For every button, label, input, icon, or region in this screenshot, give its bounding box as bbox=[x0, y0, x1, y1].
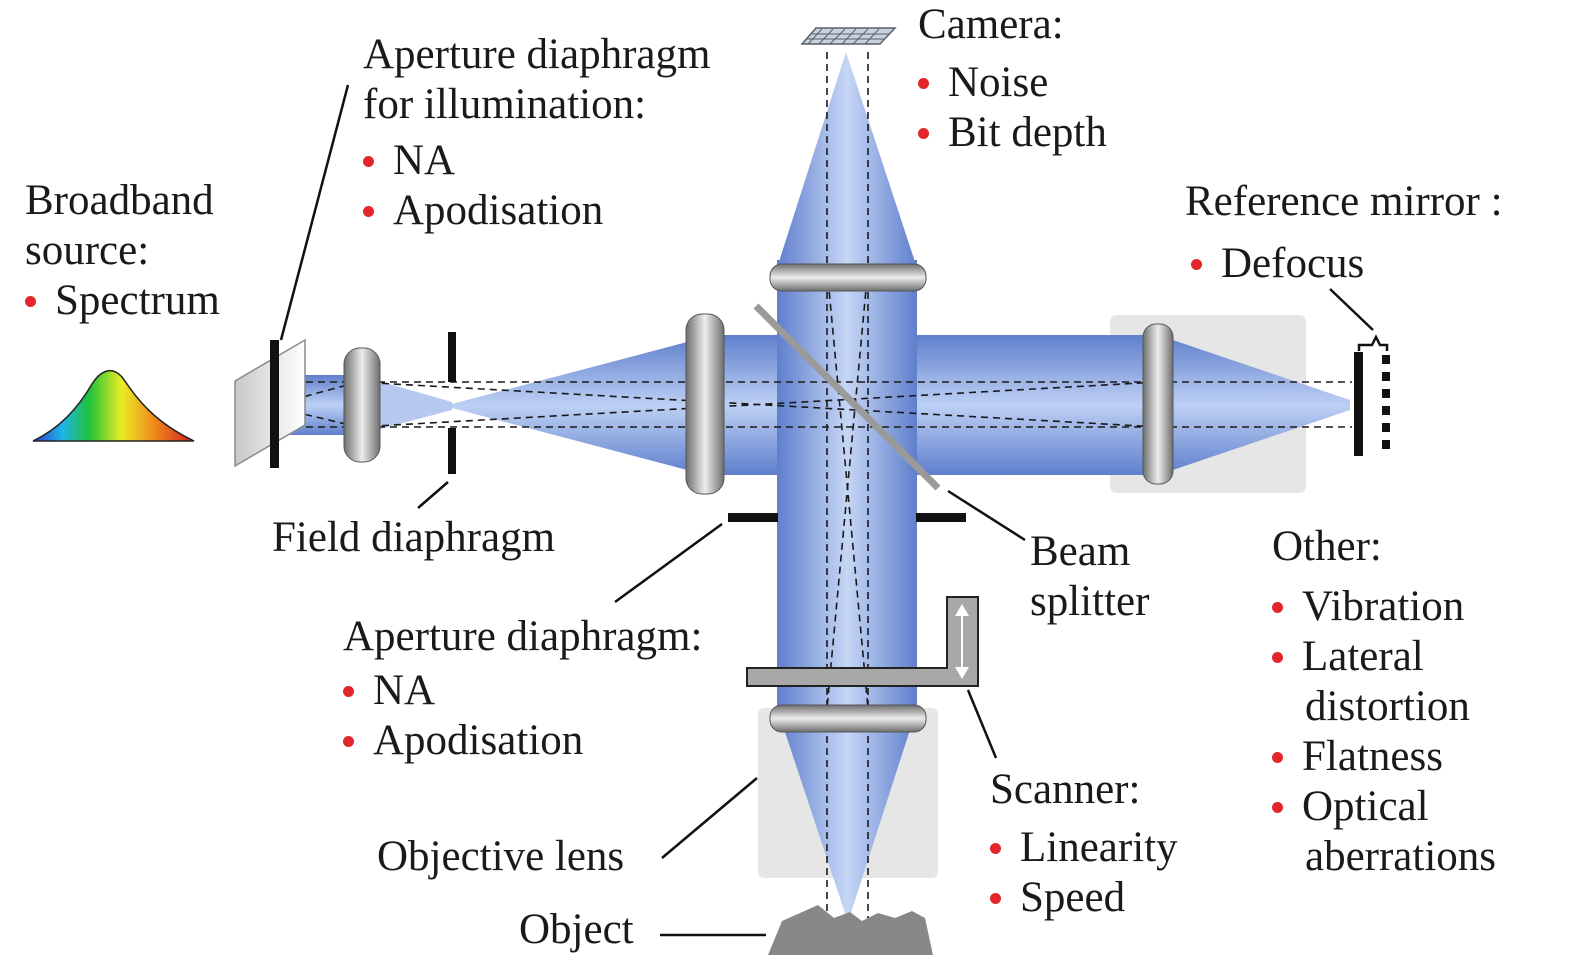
camera-tube-lens bbox=[769, 263, 927, 292]
broadband-source-label: Broadband source: Spectrum bbox=[25, 176, 220, 326]
illumination-aperture-label: Aperture diaphragm for illumination: NA … bbox=[363, 31, 711, 236]
objective-lens-label: Objective lens bbox=[377, 833, 625, 880]
beam-splitter-label: Beam splitter bbox=[1030, 528, 1150, 625]
aperture-bullet-apodisation: Apodisation bbox=[343, 716, 702, 766]
source-title-line-1: Broadband bbox=[25, 177, 214, 224]
bullet-dot bbox=[1272, 601, 1283, 613]
objective-lens-element bbox=[769, 704, 927, 733]
other-bullet-vibration: Vibration bbox=[1272, 582, 1496, 632]
bullet-dot bbox=[990, 842, 1001, 854]
diaphragms bbox=[270, 332, 1363, 522]
field-diaphragm-bottom bbox=[448, 428, 456, 474]
camera-bullet-bit-depth: Bit depth bbox=[918, 108, 1107, 158]
scanner bbox=[746, 596, 979, 687]
illum-bullet-na: NA bbox=[363, 136, 710, 186]
field-diaphragm-top bbox=[448, 332, 456, 382]
aperture-bullet-na: NA bbox=[343, 666, 702, 716]
scanner-label: Scanner: Linearity Speed bbox=[990, 766, 1178, 923]
aperture-diaphragm-right bbox=[916, 513, 966, 522]
reference-lens bbox=[1142, 323, 1174, 485]
other-bullet-lateral: Lateral bbox=[1272, 632, 1496, 682]
source-title-line-2: source: bbox=[25, 227, 150, 274]
other-bullet-lateral-cont: distortion bbox=[1305, 683, 1470, 730]
bullet-dot bbox=[990, 892, 1001, 904]
bullet-dot bbox=[1191, 258, 1202, 270]
bullet-dot bbox=[918, 127, 929, 139]
camera-bullet-noise: Noise bbox=[918, 58, 1107, 108]
bullet-dot bbox=[1272, 801, 1283, 813]
collimator-lens bbox=[685, 313, 725, 495]
bullet-dot bbox=[25, 295, 36, 307]
illumination-aperture-diaphragm bbox=[270, 340, 279, 468]
bullet-dot bbox=[343, 685, 354, 697]
bullet-dot bbox=[1272, 651, 1283, 663]
camera-sensor bbox=[800, 27, 897, 45]
aperture-diaphragm-label: Aperture diaphragm: NA Apodisation bbox=[343, 613, 703, 766]
other-label: Other: Vibration Lateral distortion Flat… bbox=[1272, 523, 1497, 880]
field-diaphragm-label: Field diaphragm bbox=[272, 514, 556, 561]
beam-splitter-plate bbox=[753, 303, 941, 491]
other-bullet-optical-cont: aberrations bbox=[1305, 833, 1497, 880]
bullet-dot bbox=[363, 205, 374, 217]
lenses bbox=[343, 263, 1174, 733]
defocused-mirror-position bbox=[1382, 355, 1390, 449]
camera-label: Camera: Noise Bit depth bbox=[918, 1, 1107, 158]
reference-mirror-label: Reference mirror : Defocus bbox=[1185, 178, 1503, 289]
reference-bullet-defocus: Defocus bbox=[1191, 239, 1503, 289]
bullet-dot bbox=[1272, 751, 1283, 763]
object-label: Object bbox=[519, 906, 634, 953]
other-bullet-flatness: Flatness bbox=[1272, 732, 1496, 782]
illum-bullet-apodisation: Apodisation bbox=[363, 186, 710, 236]
reference-mirror bbox=[1354, 352, 1363, 456]
defocus-bracket bbox=[1357, 334, 1389, 351]
scanner-bullet-linearity: Linearity bbox=[990, 823, 1178, 873]
bullet-dot bbox=[343, 735, 354, 747]
source-lens bbox=[343, 347, 381, 463]
aperture-diaphragm-left bbox=[728, 513, 778, 522]
other-bullet-optical: Optical bbox=[1272, 782, 1496, 832]
scanner-bullet-speed: Speed bbox=[990, 873, 1178, 923]
source-bullet: Spectrum bbox=[25, 276, 220, 326]
bullet-dot bbox=[363, 155, 374, 167]
leader-lines bbox=[279, 84, 1374, 937]
object-sample bbox=[768, 905, 933, 955]
spectrum-curve bbox=[32, 369, 195, 442]
bullet-dot bbox=[918, 77, 929, 89]
